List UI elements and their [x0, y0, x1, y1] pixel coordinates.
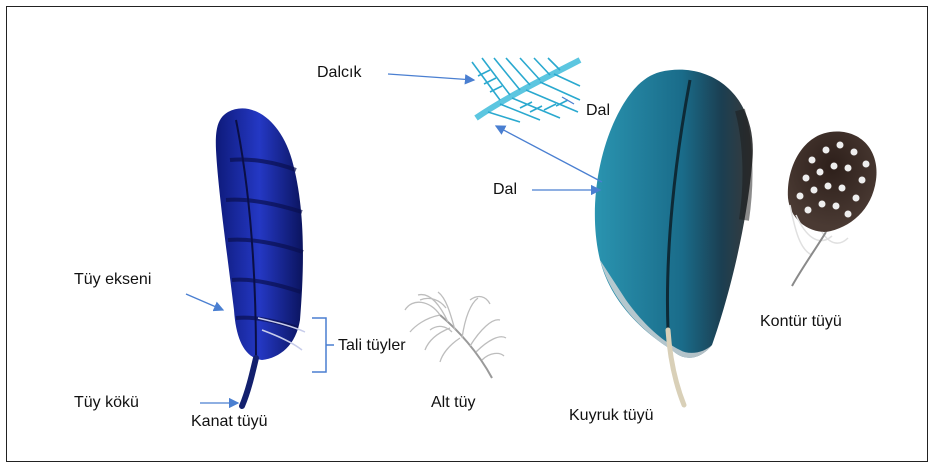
label-kuyruk-tuyu: Kuyruk tüyü [569, 408, 653, 424]
contour-feather [788, 132, 877, 286]
label-alt-tuy: Alt tüy [431, 395, 475, 411]
secondary-feathers-bracket [312, 318, 334, 372]
label-tuy-koku: Tüy kökü [74, 395, 139, 411]
label-tuy-ekseni: Tüy ekseni [74, 272, 151, 288]
arrow-dalcik [388, 74, 474, 80]
label-kontur-tuyu: Kontür tüyü [760, 314, 842, 330]
down-feather [405, 292, 506, 378]
arrow-dal-to-inset [496, 126, 602, 182]
label-tali-tuyler: Tali tüyler [338, 338, 406, 354]
arrow-tuy-ekseni [186, 294, 223, 310]
label-kanat-tuyu: Kanat tüyü [191, 414, 268, 430]
label-dalcik: Dalcık [317, 65, 361, 81]
wing-feather [216, 108, 305, 406]
label-dal: Dal [493, 182, 517, 198]
barb-inset [470, 57, 582, 123]
tail-feather [595, 70, 753, 405]
label-dal-inset: Dal [586, 103, 610, 119]
